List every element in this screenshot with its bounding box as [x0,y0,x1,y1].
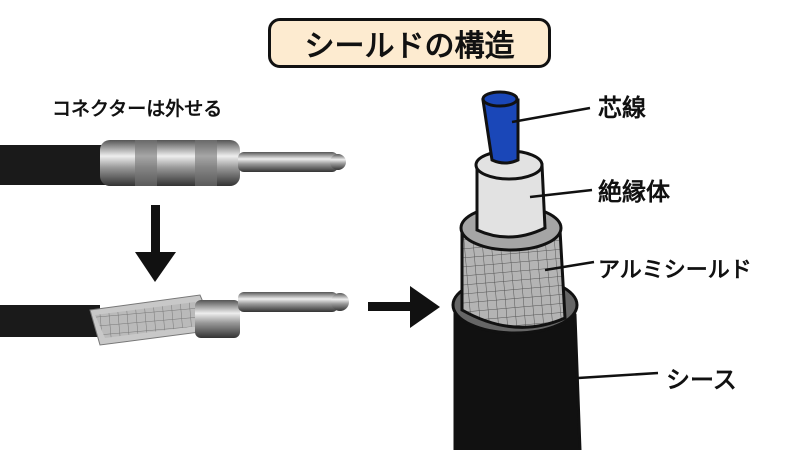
leader-lines [511,106,659,380]
label-sheath: シース [666,366,737,394]
page-title: シールドの構造 [268,18,551,68]
label-shield: アルミシールド [598,258,752,283]
insulator-layer [475,163,547,239]
label-insulator: 絶縁体 [598,178,670,206]
cable-disassembled-photo [0,292,349,346]
down-arrow-icon [135,205,176,282]
coax-cable-illustration [451,90,582,450]
shield-layer [460,223,567,329]
connector-caption: コネクターは外せる [52,98,223,120]
right-arrow-icon [368,286,440,328]
cable-with-connector-photo [0,140,346,186]
label-core: 芯線 [598,94,646,122]
core-layer [481,98,520,165]
